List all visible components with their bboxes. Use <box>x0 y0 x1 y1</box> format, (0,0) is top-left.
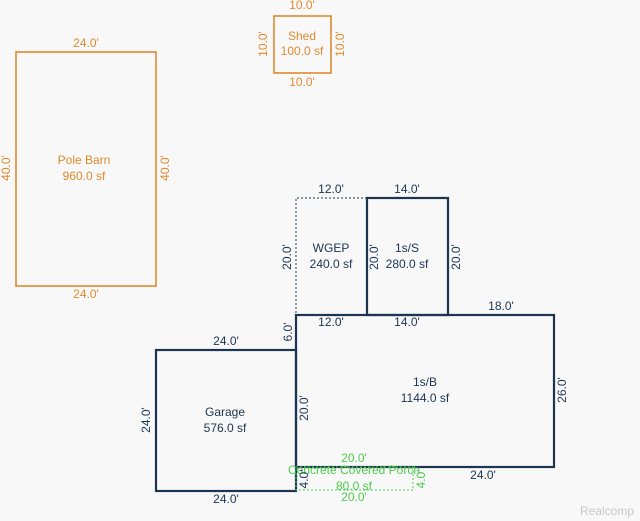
garage-structure: 24.0' 24.0' 24.0' Garage 576.0 sf <box>139 334 298 506</box>
porch-structure: 20.0' Concrete Covered Porch 80.0 sf 20.… <box>288 451 428 504</box>
shed-structure: 10.0' 10.0' 10.0' 10.0' Shed 100.0 sf <box>256 0 347 89</box>
wgep-top-dimension: 12.0' <box>318 182 344 196</box>
one-story-s-right-dimension: 20.0' <box>449 244 463 270</box>
porch-name: Concrete Covered Porch <box>288 463 420 477</box>
porch-left-dimension: 4.0' <box>297 470 311 489</box>
garage-outline <box>154 348 298 493</box>
porch-outline <box>295 466 414 491</box>
shed-name: Shed <box>288 29 316 43</box>
garage-name: Garage <box>205 405 245 419</box>
pole-barn-outline <box>15 51 157 287</box>
one-story-b-right-dimension: 26.0' <box>555 377 569 403</box>
shed-left-dimension: 10.0' <box>256 31 270 57</box>
one-story-s-left-dimension: 20.0' <box>367 244 381 270</box>
one-story-s-structure: 14.0' 20.0' 20.0' 14.0' 1s/S 280.0 sf <box>365 182 463 329</box>
pole-barn-name: Pole Barn <box>58 153 111 167</box>
wgep-structure: 12.0' 20.0' 12.0' WGEP 240.0 sf <box>280 182 367 329</box>
pole-barn-bottom-dimension: 24.0' <box>73 287 99 301</box>
garage-left-dimension: 24.0' <box>139 407 153 433</box>
one-story-b-name: 1s/B <box>413 375 437 389</box>
porch-right-dimension: 4.0' <box>414 470 428 489</box>
pole-barn-right-dimension: 40.0' <box>158 155 172 181</box>
porch-area: 80.0 sf <box>336 479 373 493</box>
porch-top-dimension: 20.0' <box>341 451 367 465</box>
garage-area: 576.0 sf <box>204 421 247 435</box>
shed-right-dimension: 10.0' <box>333 31 347 57</box>
wgep-left-dimension: 20.0' <box>280 244 294 270</box>
pole-barn-left-dimension: 40.0' <box>0 155 13 181</box>
one-story-b-left-lower-dimension: 20.0' <box>297 395 311 421</box>
wgep-name: WGEP <box>313 241 350 255</box>
watermark: Realcomp <box>579 504 634 518</box>
one-story-b-area: 1144.0 sf <box>401 391 450 405</box>
shed-outline <box>273 15 332 74</box>
one-story-s-name: 1s/S <box>395 241 419 255</box>
shed-area: 100.0 sf <box>281 44 324 58</box>
shed-top-dimension: 10.0' <box>289 0 315 12</box>
one-story-b-top-right-dimension: 18.0' <box>488 299 514 313</box>
one-story-s-bottom-dimension: 14.0' <box>394 315 420 329</box>
wgep-dotted-outline <box>295 197 367 315</box>
pole-barn-structure: 24.0' 24.0' 40.0' 40.0' Pole Barn 960.0 … <box>0 36 172 301</box>
pole-barn-top-dimension: 24.0' <box>73 36 99 50</box>
one-story-b-bottom-dimension: 24.0' <box>470 468 496 482</box>
garage-top-dimension: 24.0' <box>213 334 239 348</box>
one-story-s-area: 280.0 sf <box>386 257 429 271</box>
one-story-s-top-dimension: 14.0' <box>394 182 420 196</box>
porch-bottom-dimension: 20.0' <box>341 490 367 504</box>
pole-barn-area: 960.0 sf <box>63 169 106 183</box>
wgep-bottom-dimension: 12.0' <box>318 315 344 329</box>
wgep-area: 240.0 sf <box>310 257 353 271</box>
garage-bottom-dimension: 24.0' <box>213 492 239 506</box>
shed-bottom-dimension: 10.0' <box>289 75 315 89</box>
one-story-b-left-upper-dimension: 6.0' <box>281 323 295 342</box>
